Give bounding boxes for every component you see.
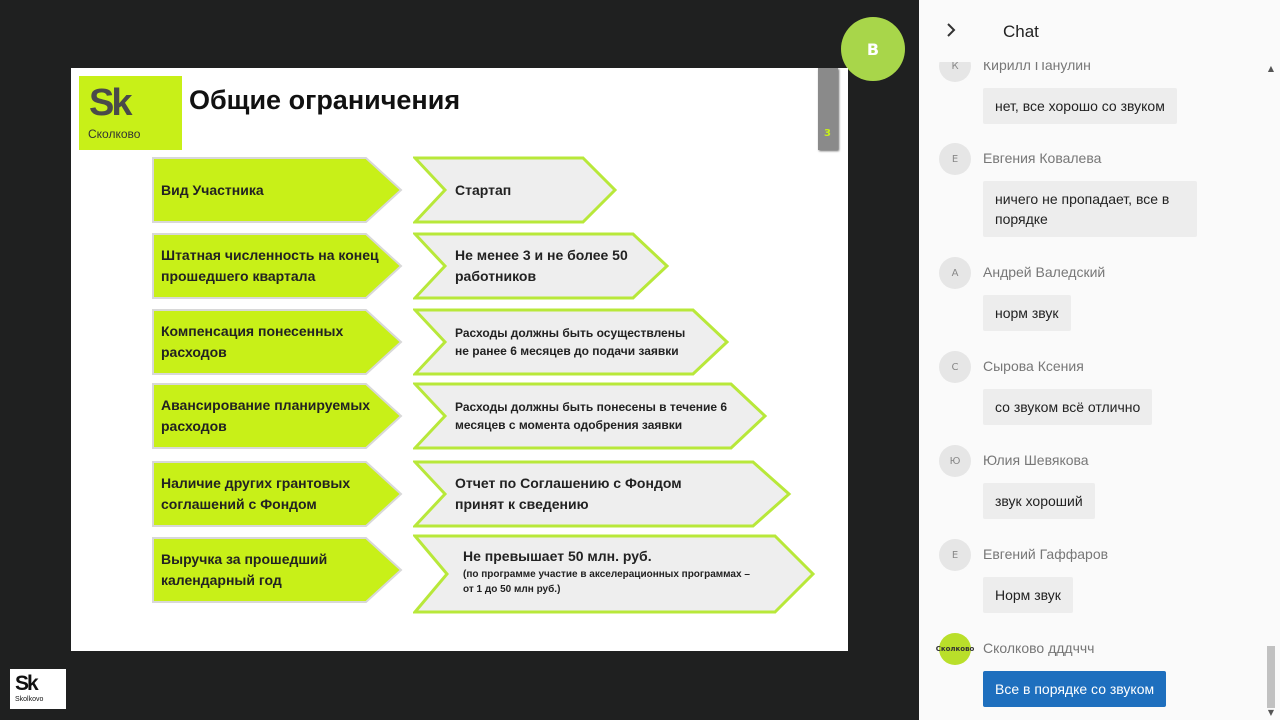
slide-side-bar [818, 68, 838, 150]
logo-text: Sk [89, 82, 133, 124]
user-avatar: Е [939, 143, 971, 175]
row-value-note: (по программе участие в акселерационных … [463, 569, 750, 595]
presenter-avatar[interactable]: B [841, 17, 905, 81]
row-label-arrow: Выручка за прошедший календарный год [151, 536, 403, 604]
message-author: Сколково дддччч [983, 640, 1095, 656]
message-bubble: звук хороший [983, 483, 1095, 519]
message-bubble: нет, все хорошо со звуком [983, 88, 1177, 124]
message-bubble: Все в порядке со звуком [983, 671, 1167, 707]
message-author: Евгений Гаффаров [983, 546, 1109, 562]
presentation-slide: Sk Сколково Общие ограничения 3 Вид Учас… [71, 68, 848, 651]
chat-messages: К Кирилл Панулин нет, все хорошо со звук… [919, 0, 1280, 720]
row-label-arrow: Штатная численность на конец прошедшего … [151, 232, 403, 300]
user-avatar: Сколково [936, 633, 974, 665]
chat-panel: К Кирилл Панулин нет, все хорошо со звук… [919, 0, 1280, 720]
presentation-stage: B Sk Сколково Общие ограничения 3 Вид Уч… [10, 17, 905, 709]
user-avatar: А [939, 257, 971, 289]
message-bubble: ничего не пропадает, все в порядке [983, 181, 1197, 237]
row-value-main: Не превышает 50 млн. руб. [463, 548, 652, 564]
message-author: Евгения Ковалева [983, 150, 1102, 166]
chat-title: Chat [1003, 22, 1039, 41]
message-author: Юлия Шевякова [983, 452, 1089, 468]
message-bubble: норм звук [983, 295, 1071, 331]
row-label-arrow: Авансирование планируемых расходов [151, 382, 403, 450]
chat-scrollbar[interactable]: ▲ ▼ [1266, 64, 1276, 718]
message-bubble: со звуком всё отлично [983, 389, 1153, 425]
logo-subtext: Сколково [88, 127, 141, 141]
message-bubble: Норм звук [983, 577, 1073, 613]
user-avatar: С [939, 351, 971, 383]
chevron-right-icon[interactable] [945, 22, 957, 43]
row-label-arrow: Вид Участника [151, 156, 403, 224]
row-label-arrow: Компенсация понесенных расходов [151, 308, 403, 376]
skolkovo-corner-logo: Sk Skolkovo [10, 669, 66, 709]
user-avatar: Ю [939, 445, 971, 477]
scroll-up-icon[interactable]: ▲ [1267, 64, 1275, 73]
scroll-down-icon[interactable]: ▼ [1267, 708, 1275, 717]
scroll-thumb[interactable] [1267, 646, 1275, 708]
slide-page-number: 3 [824, 128, 831, 139]
message-author: Андрей Валедский [983, 264, 1106, 280]
message-author: Сырова Ксения [983, 358, 1084, 374]
user-avatar: Е [939, 539, 971, 571]
slide-title: Общие ограничения [189, 85, 461, 115]
skolkovo-logo: Sk Сколково [79, 76, 182, 150]
chat-header: Chat [919, 0, 1280, 62]
row-label-arrow: Наличие других грантовых соглашений с Фо… [151, 460, 403, 528]
